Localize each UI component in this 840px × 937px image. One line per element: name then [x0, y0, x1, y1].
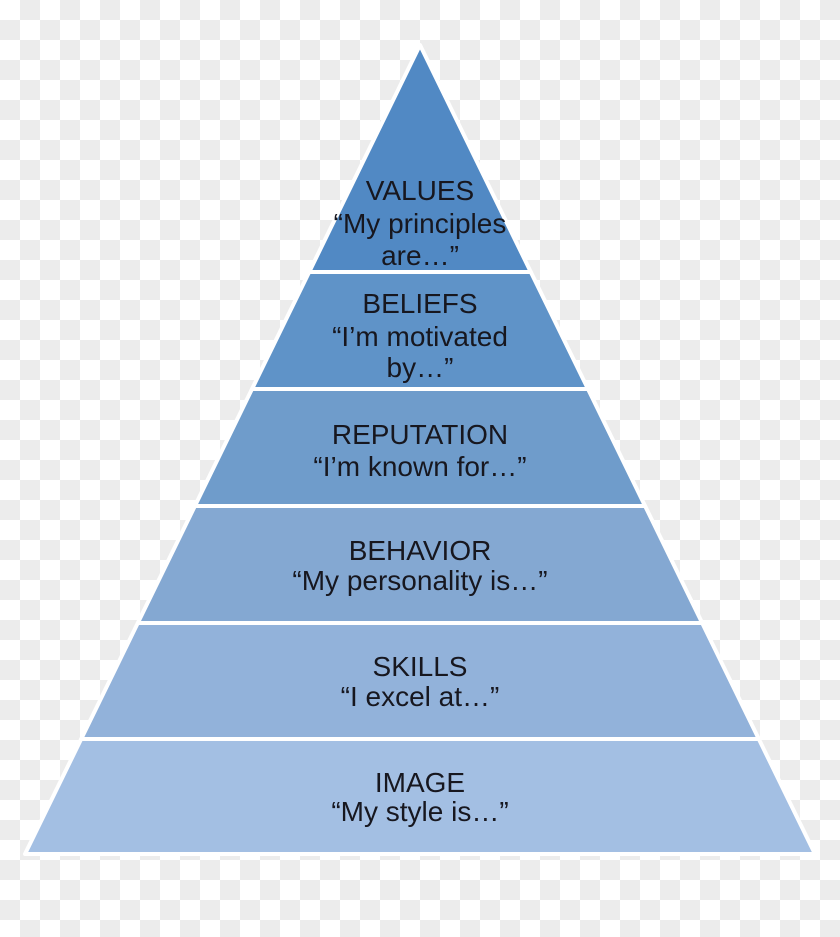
- pyramid-level-skills-label: SKILLS: [373, 651, 468, 682]
- pyramid-level-beliefs-quote-line2: by…”: [387, 352, 454, 383]
- pyramid-level-image-shape: [23, 737, 817, 856]
- pyramid-level-reputation: REPUTATION “I’m known for…”: [192, 387, 648, 508]
- pyramid-level-beliefs: BELIEFS “I’m motivated by…”: [250, 270, 590, 391]
- pyramid-level-reputation-label: REPUTATION: [332, 419, 508, 450]
- pyramid-level-beliefs-quote-line1: “I’m motivated: [332, 321, 508, 352]
- pyramid-level-image-quote-line1: “My style is…”: [331, 796, 508, 827]
- pyramid-level-skills-quote-line1: “I excel at…”: [341, 681, 500, 712]
- pyramid-level-image-label: IMAGE: [375, 767, 465, 798]
- pyramid-level-behavior-quote-line1: “My personality is…”: [292, 565, 547, 596]
- pyramid-level-values-quote-line2: are…”: [381, 240, 459, 271]
- pyramid-level-values: VALUES “My principles are…”: [307, 43, 533, 274]
- pyramid-level-behavior: BEHAVIOR “My personality is…”: [135, 504, 705, 625]
- pyramid-level-reputation-quote-line1: “I’m known for…”: [313, 451, 526, 482]
- pyramid-level-beliefs-label: BELIEFS: [362, 288, 477, 319]
- pyramid-level-values-quote-line1: “My principles: [334, 208, 507, 239]
- pyramid-level-skills: SKILLS “I excel at…”: [79, 621, 761, 741]
- pyramid-level-values-label: VALUES: [366, 175, 474, 206]
- pyramid-level-behavior-label: BEHAVIOR: [349, 535, 492, 566]
- pyramid-level-image: IMAGE “My style is…”: [23, 737, 817, 856]
